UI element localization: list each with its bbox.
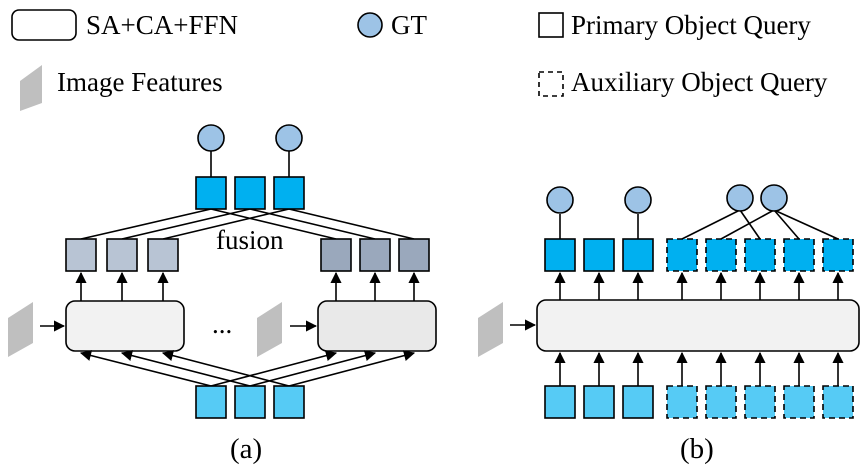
b-output-primary-3	[622, 238, 654, 272]
a-gt-node-2	[275, 124, 303, 152]
legend-auxiliary-label: Auxiliary Object Query	[571, 67, 828, 97]
legend-auxiliary-swatch	[538, 71, 564, 97]
a-image-features-2	[257, 302, 282, 357]
a-fusion-label: fusion	[216, 225, 284, 255]
b-input-auxiliary-4	[783, 385, 815, 419]
b-output-auxiliary-5	[822, 238, 854, 272]
b-gt-node-4	[760, 184, 788, 212]
b-gt-lines	[559, 209, 839, 240]
b-input-primary-3	[622, 385, 654, 419]
b-input-arrows	[554, 351, 844, 386]
b-input-auxiliary-1	[666, 385, 698, 419]
legend-features-label: Image Features	[57, 67, 223, 97]
b-gt-node-3	[726, 184, 754, 212]
legend-block-label: SA+CA+FFN	[86, 10, 238, 40]
a-gt-node-1	[197, 124, 225, 152]
legend-features-swatch	[20, 65, 42, 111]
a-fusion-lines	[80, 208, 415, 240]
a-caption: (a)	[230, 433, 262, 465]
a-decoder-block-2	[317, 300, 437, 352]
a-ellipsis: ...	[212, 309, 232, 339]
b-input-auxiliary-3	[744, 385, 776, 419]
a-fused-query-2	[234, 176, 266, 210]
a-fused-query-3	[273, 176, 305, 210]
legend-primary-swatch	[538, 12, 564, 38]
a-decoder-block-1	[65, 300, 185, 352]
a-input-query-1	[195, 385, 227, 419]
a-input-query-2	[234, 385, 266, 419]
b-output-auxiliary-4	[783, 238, 815, 272]
b-gt-node-2	[624, 186, 652, 214]
b-input-primary-2	[583, 385, 615, 419]
b-caption: (b)	[680, 433, 714, 465]
a-dec2-output-3	[398, 238, 430, 272]
legend-gt-label: GT	[391, 10, 427, 40]
a-image-features-1	[8, 302, 33, 357]
b-decoder-block	[536, 299, 860, 352]
panel-b: (b)	[478, 184, 860, 465]
a-dec2-output-2	[359, 238, 391, 272]
b-output-arrows	[554, 271, 844, 300]
b-output-primary-1	[544, 238, 576, 272]
a-input-arrows	[79, 350, 416, 387]
legend: SA+CA+FFN GT Primary Object Query Image …	[11, 9, 828, 111]
b-input-auxiliary-2	[705, 385, 737, 419]
b-gt-node-1	[546, 186, 574, 214]
a-output-arrows	[75, 271, 420, 301]
b-image-features	[478, 302, 503, 357]
a-dec1-output-1	[65, 238, 97, 272]
a-dec1-output-3	[147, 238, 179, 272]
legend-gt-swatch	[357, 12, 383, 38]
b-input-auxiliary-5	[822, 385, 854, 419]
a-input-query-3	[273, 385, 305, 419]
b-output-auxiliary-3	[744, 238, 776, 272]
b-output-auxiliary-1	[666, 238, 698, 272]
a-dec2-output-1	[320, 238, 352, 272]
legend-block-swatch	[11, 9, 77, 41]
panel-a: fusion ...	[8, 124, 437, 465]
b-input-primary-1	[544, 385, 576, 419]
b-output-auxiliary-2	[705, 238, 737, 272]
legend-primary-label: Primary Object Query	[571, 10, 811, 40]
a-fused-query-1	[195, 176, 227, 210]
b-output-primary-2	[583, 238, 615, 272]
a-dec1-output-2	[106, 238, 138, 272]
